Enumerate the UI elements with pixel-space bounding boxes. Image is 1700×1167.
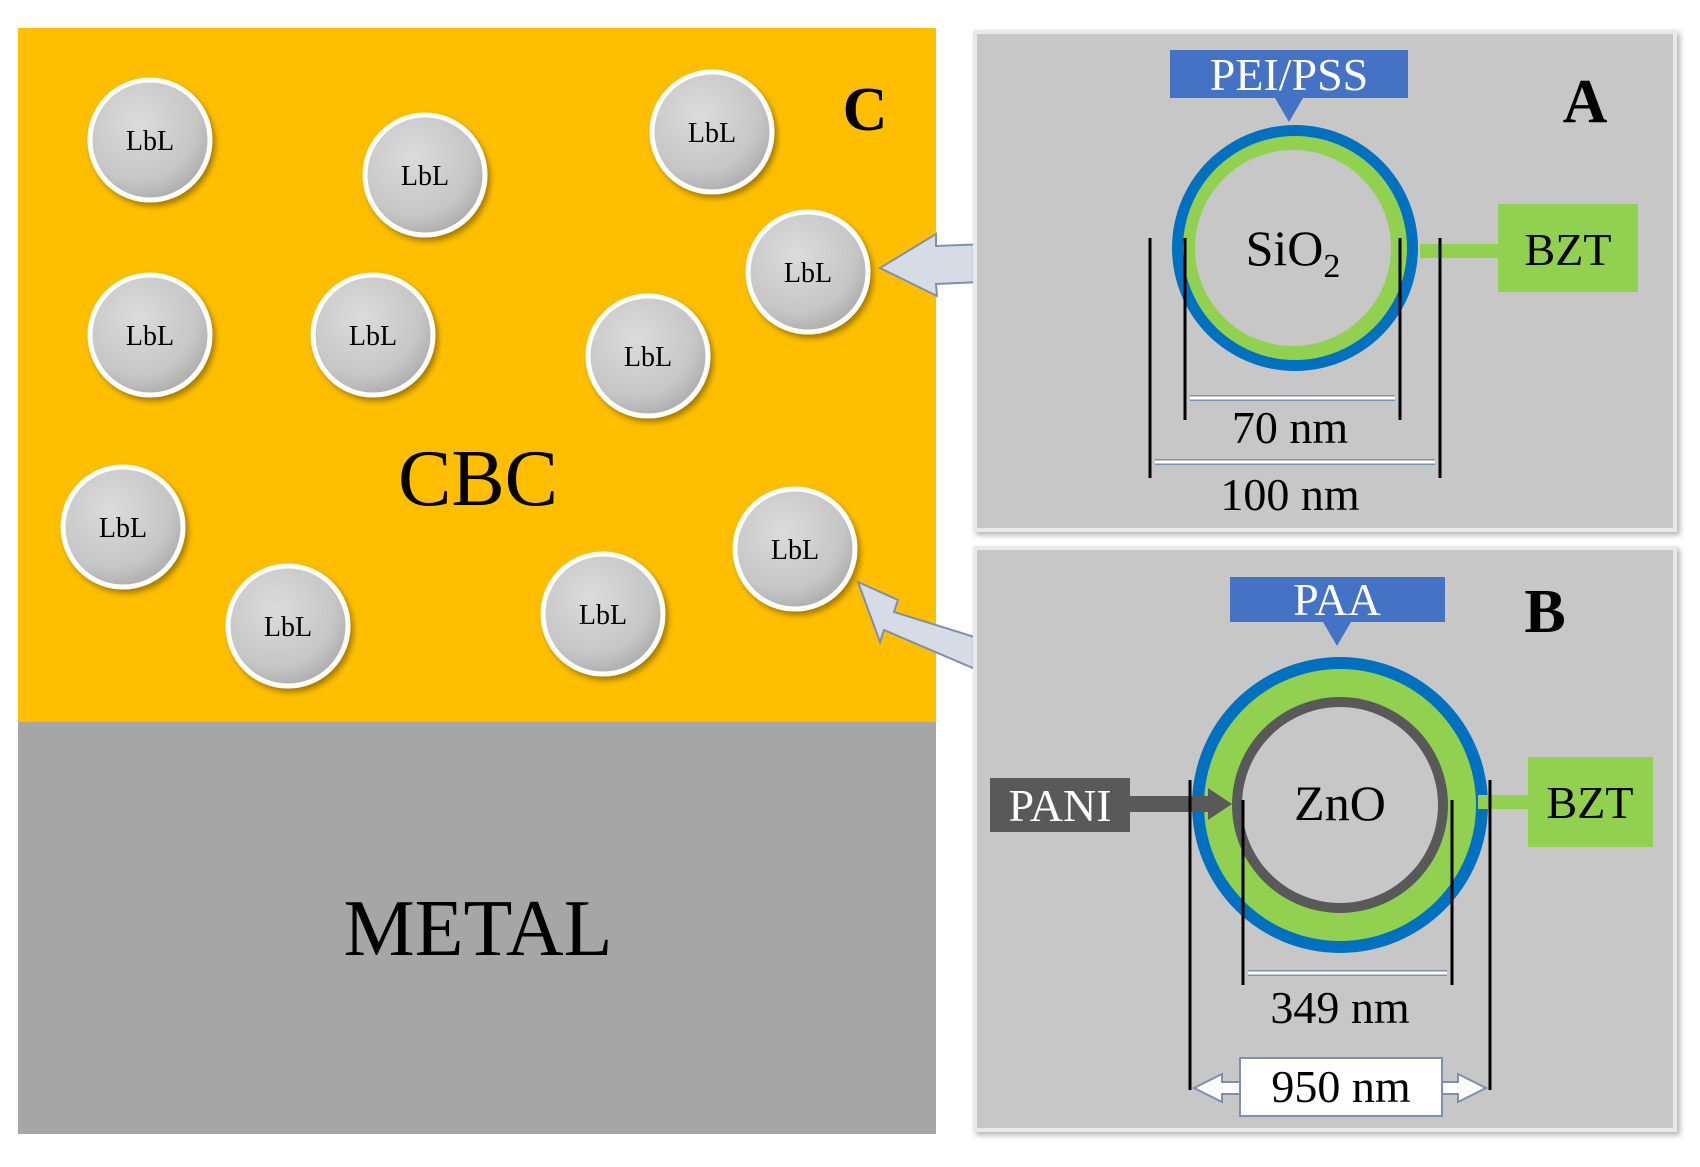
- pani-callout: [990, 778, 1130, 832]
- pani-pointer: [1208, 788, 1232, 820]
- lbl-particle-sphere: [87, 77, 213, 203]
- lbl-particle: LbL: [60, 464, 186, 590]
- lbl-particle-label: LbL: [784, 258, 832, 289]
- lbl-particle-sphere: [60, 464, 186, 590]
- lbl-particle-label: LbL: [99, 513, 147, 544]
- pani-label: PANI: [1008, 780, 1111, 831]
- panel-a-letter: A: [1563, 68, 1608, 136]
- zno-core-label: ZnO: [1294, 775, 1386, 831]
- sio2-core-label: SiO2: [1246, 220, 1341, 285]
- paa-label: PAA: [1293, 574, 1381, 625]
- lbl-particle-label: LbL: [771, 535, 819, 566]
- panel-b-letter: B: [1524, 578, 1565, 646]
- lbl-particle-label: LbL: [126, 126, 174, 157]
- bzt-label-a: BZT: [1525, 224, 1612, 275]
- lbl-particle-sphere: [310, 272, 436, 398]
- lbl-particle-sphere: [362, 112, 488, 238]
- lbl-particle-sphere: [225, 563, 351, 689]
- bzt-connector-b: [1478, 795, 1530, 809]
- metal-substrate: [18, 722, 936, 1134]
- lbl-particle: LbL: [87, 77, 213, 203]
- lbl-particle: LbL: [649, 69, 775, 195]
- lbl-particle-label: LbL: [579, 600, 627, 631]
- dim-b-outer-label: 950 nm: [1271, 1061, 1411, 1112]
- pei-pss-pointer: [1275, 98, 1303, 122]
- paa-callout: [1230, 577, 1445, 622]
- pani-connector: [1130, 796, 1210, 812]
- lbl-particle: LbL: [87, 272, 213, 398]
- lbl-particle: LbL: [732, 486, 858, 612]
- bzt-label-b: BZT: [1547, 777, 1634, 828]
- panel-a: A PEI/PSS SiO2 BZT 70 nm 100 nm: [973, 30, 1677, 532]
- lbl-particle-label: LbL: [688, 118, 736, 149]
- sio2-core: [1195, 150, 1391, 346]
- bzt-connector-a: [1420, 244, 1500, 258]
- lbl-particle-sphere: [540, 551, 666, 677]
- lbl-particles: LbL LbL LbL LbL LbL LbL LbL LbL LbL LbL LbL: [60, 69, 871, 689]
- lbl-particle-label: LbL: [349, 321, 397, 352]
- lbl-particle-sphere: [87, 272, 213, 398]
- lbl-particle-sphere: [745, 209, 871, 335]
- lbl-particle-label: LbL: [126, 321, 174, 352]
- pei-pss-callout: [1170, 50, 1408, 98]
- metal-label: METAL: [343, 885, 612, 973]
- bzt-callout-b: [1528, 757, 1653, 847]
- panel-b: B PAA ZnO PANI BZT 349 nm 950 nm: [973, 546, 1677, 1132]
- dim-b-inner-label: 349 nm: [1270, 982, 1410, 1033]
- zno-core: [1242, 707, 1438, 903]
- lbl-particle-sphere: [732, 486, 858, 612]
- lbl-particle: LbL: [225, 563, 351, 689]
- pei-pss-label: PEI/PSS: [1210, 49, 1369, 100]
- lbl-particle-sphere: [585, 293, 711, 419]
- lbl-particle-label: LbL: [264, 612, 312, 643]
- lbl-particle: LbL: [585, 293, 711, 419]
- panel-c-letter: C: [843, 76, 888, 144]
- dim-a-inner-label: 70 nm: [1232, 402, 1349, 453]
- bzt-callout-a: [1498, 204, 1638, 292]
- lbl-particle: LbL: [362, 112, 488, 238]
- lbl-particle: LbL: [540, 551, 666, 677]
- lbl-particle: LbL: [745, 209, 871, 335]
- lbl-particle-label: LbL: [624, 342, 672, 373]
- lbl-particle-label: LbL: [401, 161, 449, 192]
- dim-a-outer-label: 100 nm: [1220, 469, 1360, 520]
- paa-pointer: [1323, 622, 1351, 646]
- lbl-particle-sphere: [649, 69, 775, 195]
- lbl-particle: LbL: [310, 272, 436, 398]
- cbc-label: CBC: [398, 435, 558, 523]
- dim-b-outer-label-box: [1239, 1057, 1443, 1117]
